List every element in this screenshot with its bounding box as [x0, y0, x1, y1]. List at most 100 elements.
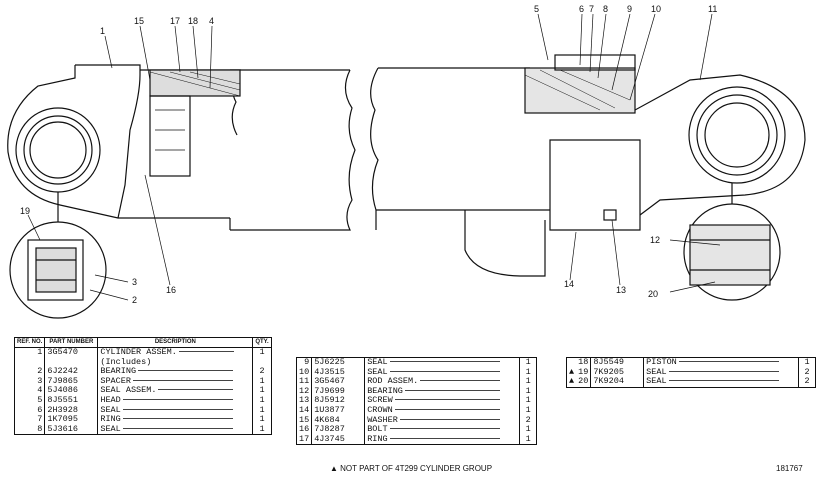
ref-cell: 5: [37, 394, 43, 405]
qty-cell: 1: [519, 386, 537, 397]
desc-cell: CYLINDER ASSEM.: [97, 347, 253, 358]
callout-8: 8: [603, 4, 608, 14]
callout-13: 13: [616, 285, 626, 295]
callout-12: 12: [650, 235, 660, 245]
ref-cell: 15: [299, 414, 310, 425]
ref-cell: 18: [578, 357, 589, 367]
callout-3: 3: [132, 277, 137, 287]
part-cell: 1K7095: [44, 414, 98, 425]
ref-cell: 12: [299, 385, 310, 396]
qty-cell: 1: [252, 347, 272, 358]
desc-cell: BEARING: [364, 386, 520, 397]
footnote: ▲ NOT PART OF 4T299 CYLINDER GROUP: [330, 464, 493, 473]
part-cell: 7K9205: [590, 367, 644, 378]
cylinder-exploded-diagram: 1 15 17 18 4 5 6 7 8 9 10 11 19 3 2 16 1…: [7, 4, 806, 319]
callout-6: 6: [579, 4, 584, 14]
qty-cell: 1: [252, 405, 272, 416]
qty-cell: 1: [798, 357, 816, 368]
ref-cell: 16: [299, 424, 310, 435]
qty-cell: 1: [252, 414, 272, 425]
ref-cell: 1: [37, 347, 43, 357]
desc-cell: BOLT: [364, 424, 520, 435]
callout-10: 10: [651, 4, 661, 14]
detail-circle-right: [683, 183, 781, 301]
part-cell: 4K684: [311, 415, 365, 426]
callout-1: 1: [100, 26, 105, 36]
part-cell: 7J9865: [44, 376, 98, 387]
callout-11: 11: [708, 4, 717, 14]
ref-cell: 13: [299, 395, 310, 406]
desc-cell: RING: [364, 434, 520, 445]
part-cell: 1U3877: [311, 405, 365, 416]
desc-cell: SEAL: [97, 424, 253, 435]
callout-leaders: [27, 13, 721, 301]
qty-cell: 1: [519, 405, 537, 416]
ref-cell: 19: [578, 366, 589, 377]
desc-cell: SPACER: [97, 376, 253, 387]
ref-cell: 3: [37, 375, 43, 386]
desc-cell: SEAL: [97, 405, 253, 416]
ref-cell: 7: [37, 414, 43, 425]
qty-cell: 1: [519, 434, 537, 445]
part-cell: [44, 357, 98, 368]
header-part: PART NUMBER: [44, 337, 98, 348]
qty-cell: 2: [519, 415, 537, 426]
ref-cell: 10: [299, 366, 310, 377]
desc-cell: SEAL: [364, 357, 520, 368]
desc-cell: BEARING: [97, 366, 253, 377]
part-cell: 5J6225: [311, 357, 365, 368]
desc-cell: CROWN: [364, 405, 520, 416]
ref-cell: 8: [37, 423, 43, 434]
callout-17: 17: [170, 16, 180, 26]
part-cell: 7K9204: [590, 376, 644, 388]
desc-cell: RING: [97, 414, 253, 425]
qty-cell: 2: [798, 376, 816, 388]
part-cell: 8J5912: [311, 396, 365, 406]
callout-18: 18: [188, 16, 198, 26]
part-cell: 4J3745: [311, 434, 365, 445]
ref-cell: 20: [578, 376, 589, 387]
qty-cell: 1: [252, 376, 272, 387]
cylinder-barrel-left: [140, 69, 356, 231]
ref-cell: 9: [304, 357, 310, 367]
part-cell: 6J2242: [44, 366, 98, 377]
part-cell: 5J3616: [44, 424, 98, 435]
callout-20: 20: [648, 289, 658, 299]
callout-2: 2: [132, 295, 137, 305]
qty-cell: 1: [252, 386, 272, 396]
desc-cell: SEAL: [643, 376, 799, 388]
detail-circle-left: [9, 192, 107, 319]
qty-cell: 1: [519, 424, 537, 435]
qty-cell: 2: [798, 367, 816, 378]
desc-cell: SEAL: [643, 367, 799, 378]
ref-cell: 14: [299, 404, 310, 415]
table-row: (Includes): [15, 357, 272, 368]
part-cell: 8J5551: [44, 395, 98, 406]
ref-cell: 17: [299, 433, 310, 444]
qty-cell: 1: [519, 357, 537, 368]
callout-16: 16: [166, 285, 176, 295]
figure-number: 181767: [776, 464, 803, 473]
part-cell: 8J5549: [590, 357, 644, 368]
desc-cell: (Includes): [97, 357, 253, 368]
part-cell: 4J3515: [311, 367, 365, 378]
